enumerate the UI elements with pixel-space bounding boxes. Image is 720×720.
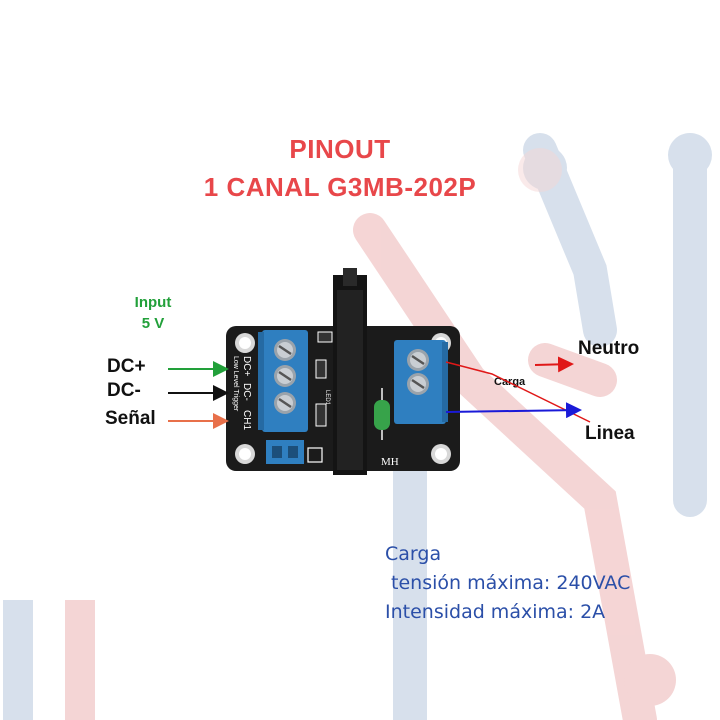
arrow-neutral — [534, 356, 574, 373]
load-specs: Carga tensión máxima: 240VAC Intensidad … — [385, 540, 630, 627]
terminal-screw — [274, 339, 296, 361]
title-line-1: PINOUT — [289, 134, 391, 164]
arrow-line — [445, 402, 582, 419]
spec-line-3: Intensidad máxima: 2A — [385, 601, 606, 623]
pin-label-dc-minus: DC- — [107, 380, 141, 401]
silk-low-level-trigger: Low Level Trigger — [232, 356, 239, 412]
terminal-screw — [274, 365, 296, 387]
input-label: Input 5 V — [118, 292, 188, 334]
output-label-line: Linea — [585, 423, 635, 444]
silk-dc-minus: DC- — [241, 383, 252, 401]
title-line-2: 1 CANAL G3MB-202P — [203, 172, 477, 202]
fuse — [374, 388, 390, 440]
pin-label-dc-plus: DC+ — [107, 356, 146, 377]
spec-line-2: tensión máxima: 240VAC — [385, 572, 631, 594]
pin-label-signal: Señal — [105, 408, 156, 429]
terminal-screw — [407, 373, 429, 395]
silk-dc-plus: DC+ — [241, 356, 252, 376]
terminal-screw — [407, 349, 429, 371]
silk-mh: MH — [381, 456, 399, 468]
load-path — [445, 361, 591, 423]
pin-connector — [266, 440, 304, 464]
terminal-screw — [274, 392, 296, 414]
input-label-line-2: 5 V — [141, 315, 165, 332]
led — [315, 359, 327, 379]
resistor — [315, 403, 327, 427]
silk-ch1: CH1 — [241, 410, 252, 430]
input-label-line-1: Input — [134, 294, 172, 311]
silk-led1: LED1 — [324, 390, 330, 406]
output-label-neutral: Neutro — [578, 338, 640, 359]
spec-line-1: Carga — [385, 543, 442, 565]
